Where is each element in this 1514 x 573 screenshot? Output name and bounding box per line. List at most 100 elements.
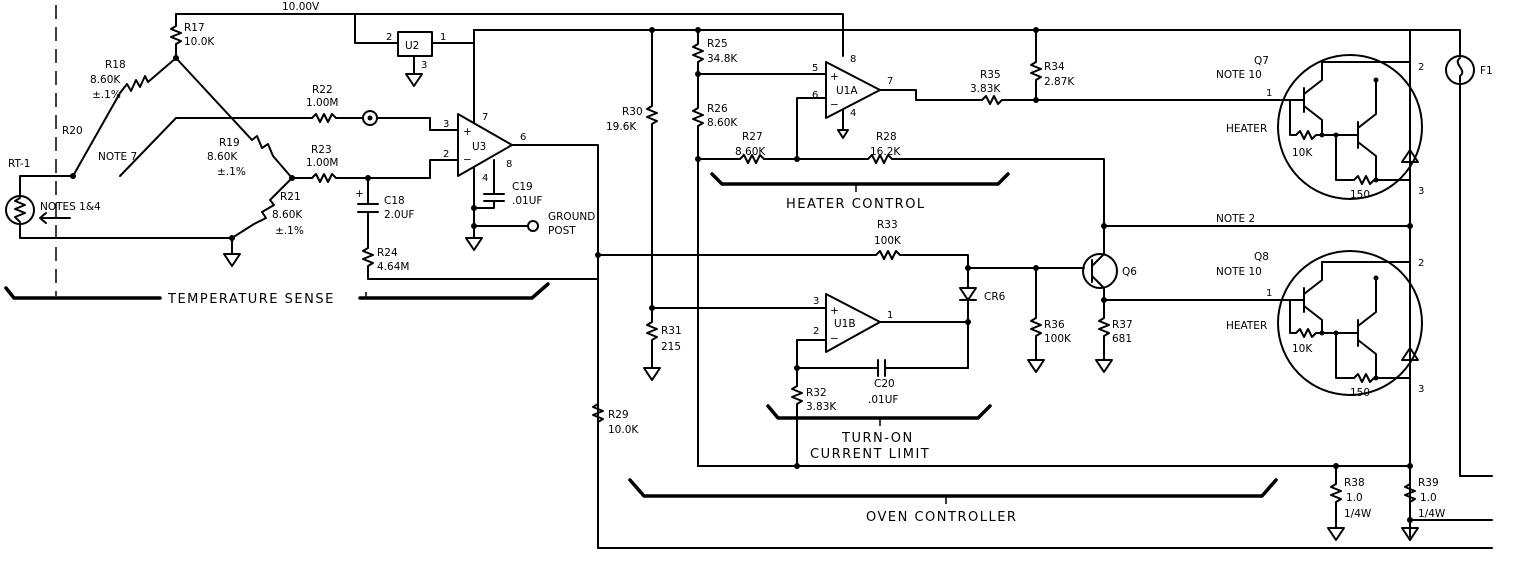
label-u1a: U1A [836, 85, 858, 97]
thermistor-rt1-element [14, 197, 26, 223]
pin-u1a-5: 5 [812, 63, 818, 74]
section-heater-control: HEATER CONTROL [786, 197, 926, 212]
label-ground-post-1: GROUND [548, 211, 595, 223]
label-r19-tol: ±.1% [217, 166, 246, 178]
label-r22-value: 1.00M [306, 97, 338, 109]
label-r25-value: 34.8K [707, 53, 738, 65]
label-r19-value: 8.60K [207, 151, 238, 163]
pin-u1b-3: 3 [813, 296, 819, 307]
section-turn-on-1: TURN-ON [841, 431, 914, 446]
label-r26-value: 8.60K [707, 117, 738, 129]
label-c18-plus: + [355, 188, 364, 200]
bridge-right-lower-r21 [231, 177, 293, 239]
label-r32-value: 3.83K [806, 401, 837, 413]
brace-heater-control [710, 172, 1010, 186]
label-rt1: RT-1 [8, 158, 30, 170]
wire-bridge-to-r22 [119, 117, 177, 177]
label-r35-value: 3.83K [970, 83, 1001, 95]
fuse-f1-element [1456, 57, 1464, 83]
label-r31: R31 [661, 325, 682, 337]
label-c18-value: 2.0UF [384, 209, 414, 221]
label-r27: R27 [742, 131, 763, 143]
label-u3: U3 [472, 141, 486, 153]
node-q8-a [1319, 330, 1325, 336]
pin-u1a-7: 7 [887, 76, 893, 87]
label-q6: Q6 [1122, 266, 1137, 278]
resistor-r37 [1098, 299, 1110, 361]
label-r39-value: 1.0 [1420, 492, 1437, 504]
node-r30-top [649, 27, 655, 33]
label-q8-heater: HEATER [1226, 320, 1267, 332]
pin-u1a-8: 8 [850, 54, 856, 65]
node-q8-c [1373, 375, 1379, 381]
label-r38: R38 [1344, 477, 1365, 489]
opamp-u1a [825, 61, 881, 119]
label-c19: C19 [512, 181, 533, 193]
label-r23: R23 [311, 144, 332, 156]
label-c20-value: .01UF [868, 394, 898, 406]
label-r39: R39 [1418, 477, 1439, 489]
q8-internal-diode [1401, 261, 1419, 361]
brace-oven-controller [628, 478, 1278, 498]
node-r32-bottom [794, 463, 800, 469]
section-oven-controller: OVEN CONTROLLER [866, 510, 1017, 525]
resistor-r17 [170, 13, 182, 59]
brace-temperature-sense [4, 282, 550, 300]
node-r34-bottom [1033, 97, 1039, 103]
pin-u2-3: 3 [421, 60, 427, 71]
wire-r23 [291, 159, 459, 183]
label-note2: NOTE 2 [1216, 213, 1255, 225]
wire-tp-to-u3 [376, 117, 459, 131]
capacitor-c19 [473, 193, 505, 209]
wire-r30 [646, 29, 658, 309]
diode-cr6 [959, 267, 977, 369]
label-r32: R32 [806, 387, 827, 399]
label-q7-note: NOTE 10 [1216, 69, 1262, 81]
wire-u2-out [431, 29, 1411, 44]
label-r24: R24 [377, 247, 398, 259]
wire-10v-rail [175, 13, 844, 57]
label-u1a-minus: − [830, 99, 839, 111]
pin-q7-1: 1 [1266, 88, 1272, 99]
label-r20: R20 [62, 125, 83, 137]
wire-u1b-minus [796, 339, 827, 387]
pin-q7-3: 3 [1418, 186, 1424, 197]
resistor-r26 [692, 73, 704, 467]
label-r18-tol: ±.1% [92, 89, 121, 101]
label-r27-value: 8.60K [735, 146, 766, 158]
transistor-q6 [1082, 253, 1118, 289]
label-r36-value: 100K [1044, 333, 1072, 345]
label-q8-10k: 10K [1292, 343, 1313, 355]
label-r29: R29 [608, 409, 629, 421]
wire-f1-out [1459, 83, 1493, 477]
resistor-r36 [1030, 267, 1042, 361]
resistor-r33 [597, 250, 969, 269]
label-u1b-minus: − [830, 333, 839, 345]
q8-internal-darlington [1289, 261, 1411, 383]
transistor-q8 [1277, 250, 1423, 396]
label-r34-value: 2.87K [1044, 76, 1075, 88]
label-10v: 10.00V [282, 1, 320, 13]
pin-u1a-6: 6 [812, 90, 818, 101]
label-q7-heater: HEATER [1226, 123, 1267, 135]
transistor-q7 [1277, 54, 1423, 200]
section-temperature-sense: TEMPERATURE SENSE [167, 292, 335, 307]
resistor-r31 [646, 307, 658, 369]
wire-u1a-minus [796, 97, 827, 160]
node-q7-a [1319, 132, 1325, 138]
ground-symbol-r39 [1401, 527, 1419, 541]
label-r19: R19 [219, 137, 240, 149]
label-r34: R34 [1044, 61, 1065, 73]
pin-q8-3: 3 [1418, 384, 1424, 395]
pin-u1b-2: 2 [813, 326, 819, 337]
pin-u3-7: 7 [482, 112, 488, 123]
label-q7-150: 150 [1350, 189, 1370, 201]
label-u3-plus: + [463, 126, 472, 138]
bridge-right-upper-r19 [175, 57, 293, 179]
wire-r22 [175, 113, 363, 123]
pin-u2-2: 2 [386, 32, 392, 43]
label-r17: R17 [184, 22, 205, 34]
label-r18: R18 [105, 59, 126, 71]
pin-q7-2: 2 [1418, 62, 1424, 73]
